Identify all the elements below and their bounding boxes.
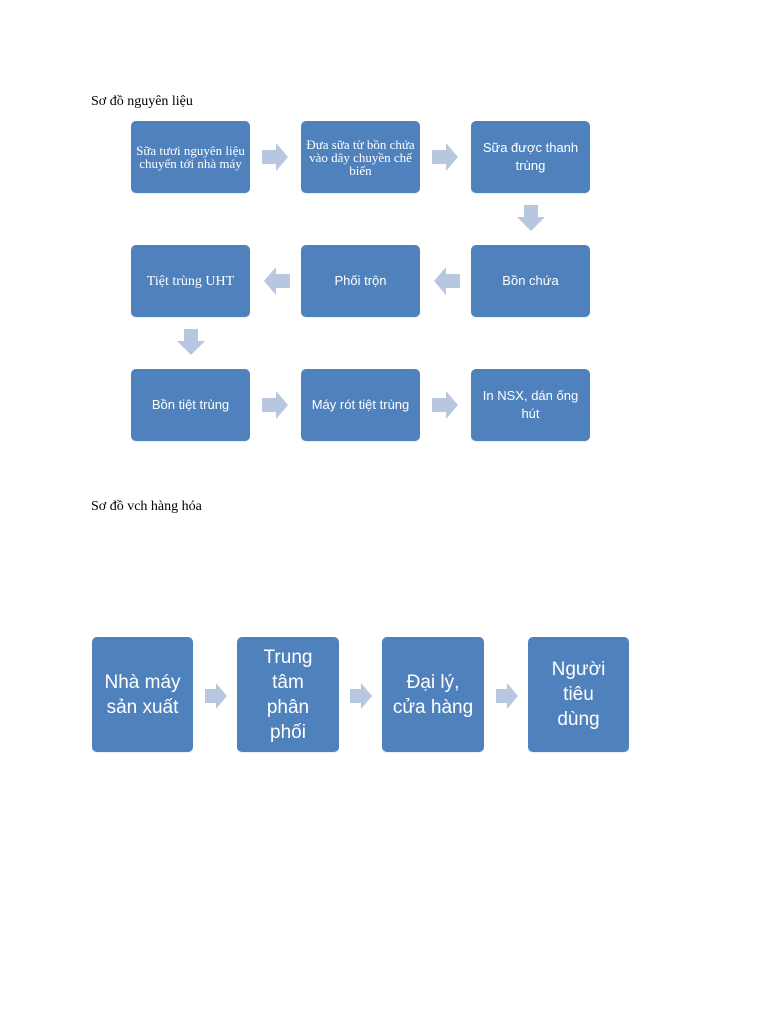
step-transfer-to-line: Đưa sữa từ bồn chứa vào dây chuyền chế b… (301, 121, 420, 193)
step-aseptic-filler: Máy rót tiệt trùng (301, 369, 420, 441)
arrow-right-icon (262, 391, 288, 419)
step-uht-sterilization-label: Tiệt trùng UHT (146, 273, 235, 289)
node-consumer: Người tiêu dùng (528, 637, 629, 752)
step-print-date-straw: In NSX, dán ống hút (471, 369, 590, 441)
node-distribution-center: Trung tâm phân phối (237, 637, 339, 752)
step-raw-milk: Sữa tươi nguyên liệu chuyển tới nhà máy (131, 121, 250, 193)
step-storage-tank-label: Bồn chứa (502, 273, 559, 288)
arrow-right-icon (432, 143, 458, 171)
step-raw-milk-label: Sữa tươi nguyên liệu chuyển tới nhà máy (136, 143, 245, 171)
arrow-right-icon (432, 391, 458, 419)
transport-diagram-title: Sơ đồ vch hàng hóa (91, 499, 202, 514)
node-factory: Nhà máy sản xuất (92, 637, 193, 752)
arrow-right-icon (262, 143, 288, 171)
node-distribution-center-label: Trung tâm phân phối (263, 646, 313, 743)
step-sterile-tank: Bồn tiệt trùng (131, 369, 250, 441)
arrow-right-icon (350, 683, 372, 709)
node-factory-label: Nhà máy sản xuất (104, 671, 181, 718)
node-dealer-store: Đại lý, cửa hàng (382, 637, 484, 752)
arrow-right-icon (496, 683, 518, 709)
step-sterile-tank-label: Bồn tiệt trùng (151, 397, 230, 412)
arrow-down-icon (177, 329, 205, 355)
node-dealer-store-label: Đại lý, cửa hàng (392, 671, 474, 718)
arrow-down-icon (517, 205, 545, 231)
arrow-left-icon (434, 267, 460, 295)
node-consumer-label: Người tiêu dùng (551, 659, 606, 730)
arrow-right-icon (205, 683, 227, 709)
step-transfer-to-line-label: Đưa sữa từ bồn chứa vào dây chuyền chế b… (306, 136, 415, 178)
arrow-left-icon (264, 267, 290, 295)
step-pasteurized: Sữa được thanh trùng (471, 121, 590, 193)
step-storage-tank: Bồn chứa (471, 245, 590, 317)
step-mixing: Phối trộn (301, 245, 420, 317)
step-print-date-straw-label: In NSX, dán ống hút (482, 388, 579, 421)
step-uht-sterilization: Tiệt trùng UHT (131, 245, 250, 317)
step-mixing-label: Phối trộn (334, 273, 387, 288)
step-aseptic-filler-label: Máy rót tiệt trùng (311, 397, 410, 412)
materials-diagram-title: Sơ đồ nguyên liệu (91, 94, 193, 109)
step-pasteurized-label: Sữa được thanh trùng (482, 140, 579, 173)
